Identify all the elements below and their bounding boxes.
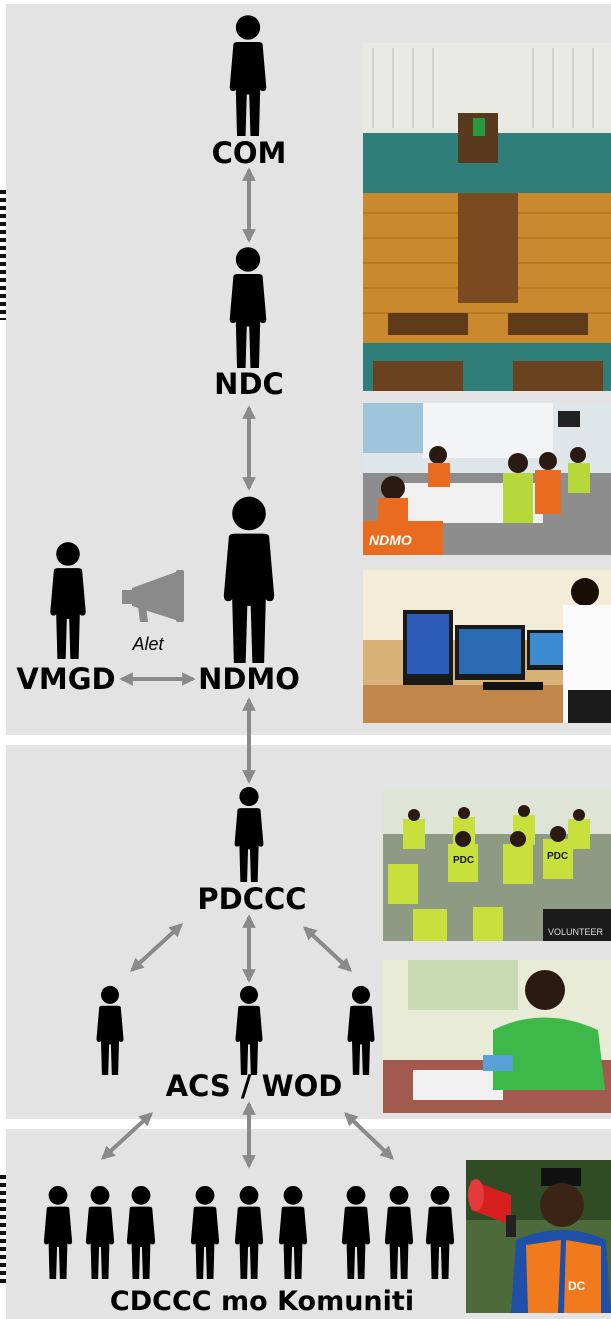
pdc-meeting-photo: PDC PDC VOLUNTEER xyxy=(383,789,611,941)
arrow-acs-community-left xyxy=(100,1112,154,1160)
operations-room-photo: NDMO xyxy=(363,403,611,555)
pdc-vest-text-2: PDC xyxy=(547,851,568,862)
arrow-acs-community-right xyxy=(344,1112,394,1160)
dc-vest-text: DC xyxy=(568,1279,586,1293)
com-person-icon xyxy=(229,15,267,136)
acs-wod-label: ACS / WOD xyxy=(165,1069,343,1103)
community-group-left xyxy=(43,1185,156,1279)
vmgd-person-icon xyxy=(50,542,86,659)
acs-right-person-icon xyxy=(347,985,375,1075)
cdccc-label: CDCCC mo Komuniti xyxy=(109,1286,415,1317)
weather-monitoring-photo xyxy=(363,570,611,723)
acs-center-person-icon xyxy=(235,985,263,1075)
pdccc-person-icon xyxy=(234,786,264,882)
ndc-label: NDC xyxy=(214,367,284,401)
ndmo-vest-text: NDMO xyxy=(369,532,412,548)
arrow-pdccc-left xyxy=(129,923,184,972)
ndmo-label: NDMO xyxy=(198,662,300,696)
officer-at-desk-photo xyxy=(383,960,611,1113)
alet-label: Alet xyxy=(132,634,164,654)
pdc-vest-text-1: PDC xyxy=(453,855,474,866)
arrow-pdccc-right xyxy=(303,926,352,972)
ndmo-person-icon xyxy=(223,496,275,663)
community-group-right xyxy=(341,1185,455,1279)
left-edge-marks-lower xyxy=(0,1175,6,1285)
megaphone-volunteer-photo: DC xyxy=(466,1160,611,1313)
community-group-center xyxy=(190,1185,308,1279)
pdccc-label: PDCCC xyxy=(197,882,307,916)
left-edge-marks xyxy=(0,190,6,320)
acs-left-person-icon xyxy=(96,985,124,1075)
council-chamber-photo xyxy=(363,43,611,391)
volunteer-vest-text: VOLUNTEER xyxy=(548,927,604,937)
vmgd-label: VMGD xyxy=(16,662,116,696)
com-label: COM xyxy=(211,136,287,170)
megaphone-icon xyxy=(122,570,184,622)
ndc-person-icon xyxy=(229,247,267,368)
